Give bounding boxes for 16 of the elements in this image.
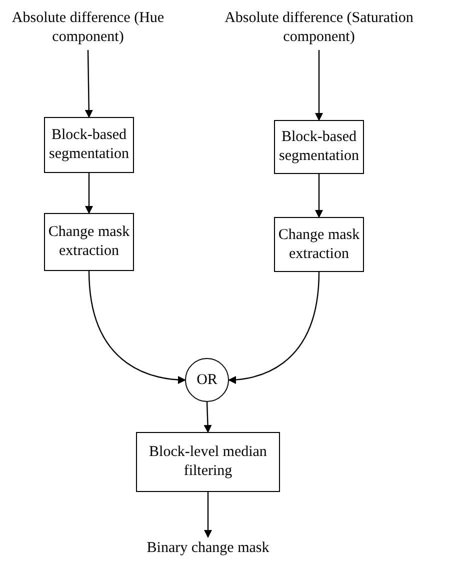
- process-box: Change mask extraction: [274, 217, 364, 272]
- process-box: Change mask extraction: [44, 213, 134, 271]
- arrow: [204, 492, 212, 538]
- arrow: [315, 50, 323, 121]
- arrow: [84, 50, 93, 118]
- arrow: [85, 173, 93, 214]
- arrow: [204, 402, 212, 433]
- process-box: Block-level median filtering: [136, 432, 280, 492]
- process-box: Block-based segmentation: [274, 120, 364, 174]
- text-label: Absolute difference (Hue component): [4, 6, 172, 50]
- text-label: Absolute difference (Saturation component): [224, 6, 414, 50]
- arrow: [228, 272, 320, 384]
- text-label: Binary change mask: [118, 537, 298, 559]
- process-box: Block-based segmentation: [44, 117, 134, 173]
- arrow: [88, 270, 186, 384]
- arrow: [315, 174, 323, 218]
